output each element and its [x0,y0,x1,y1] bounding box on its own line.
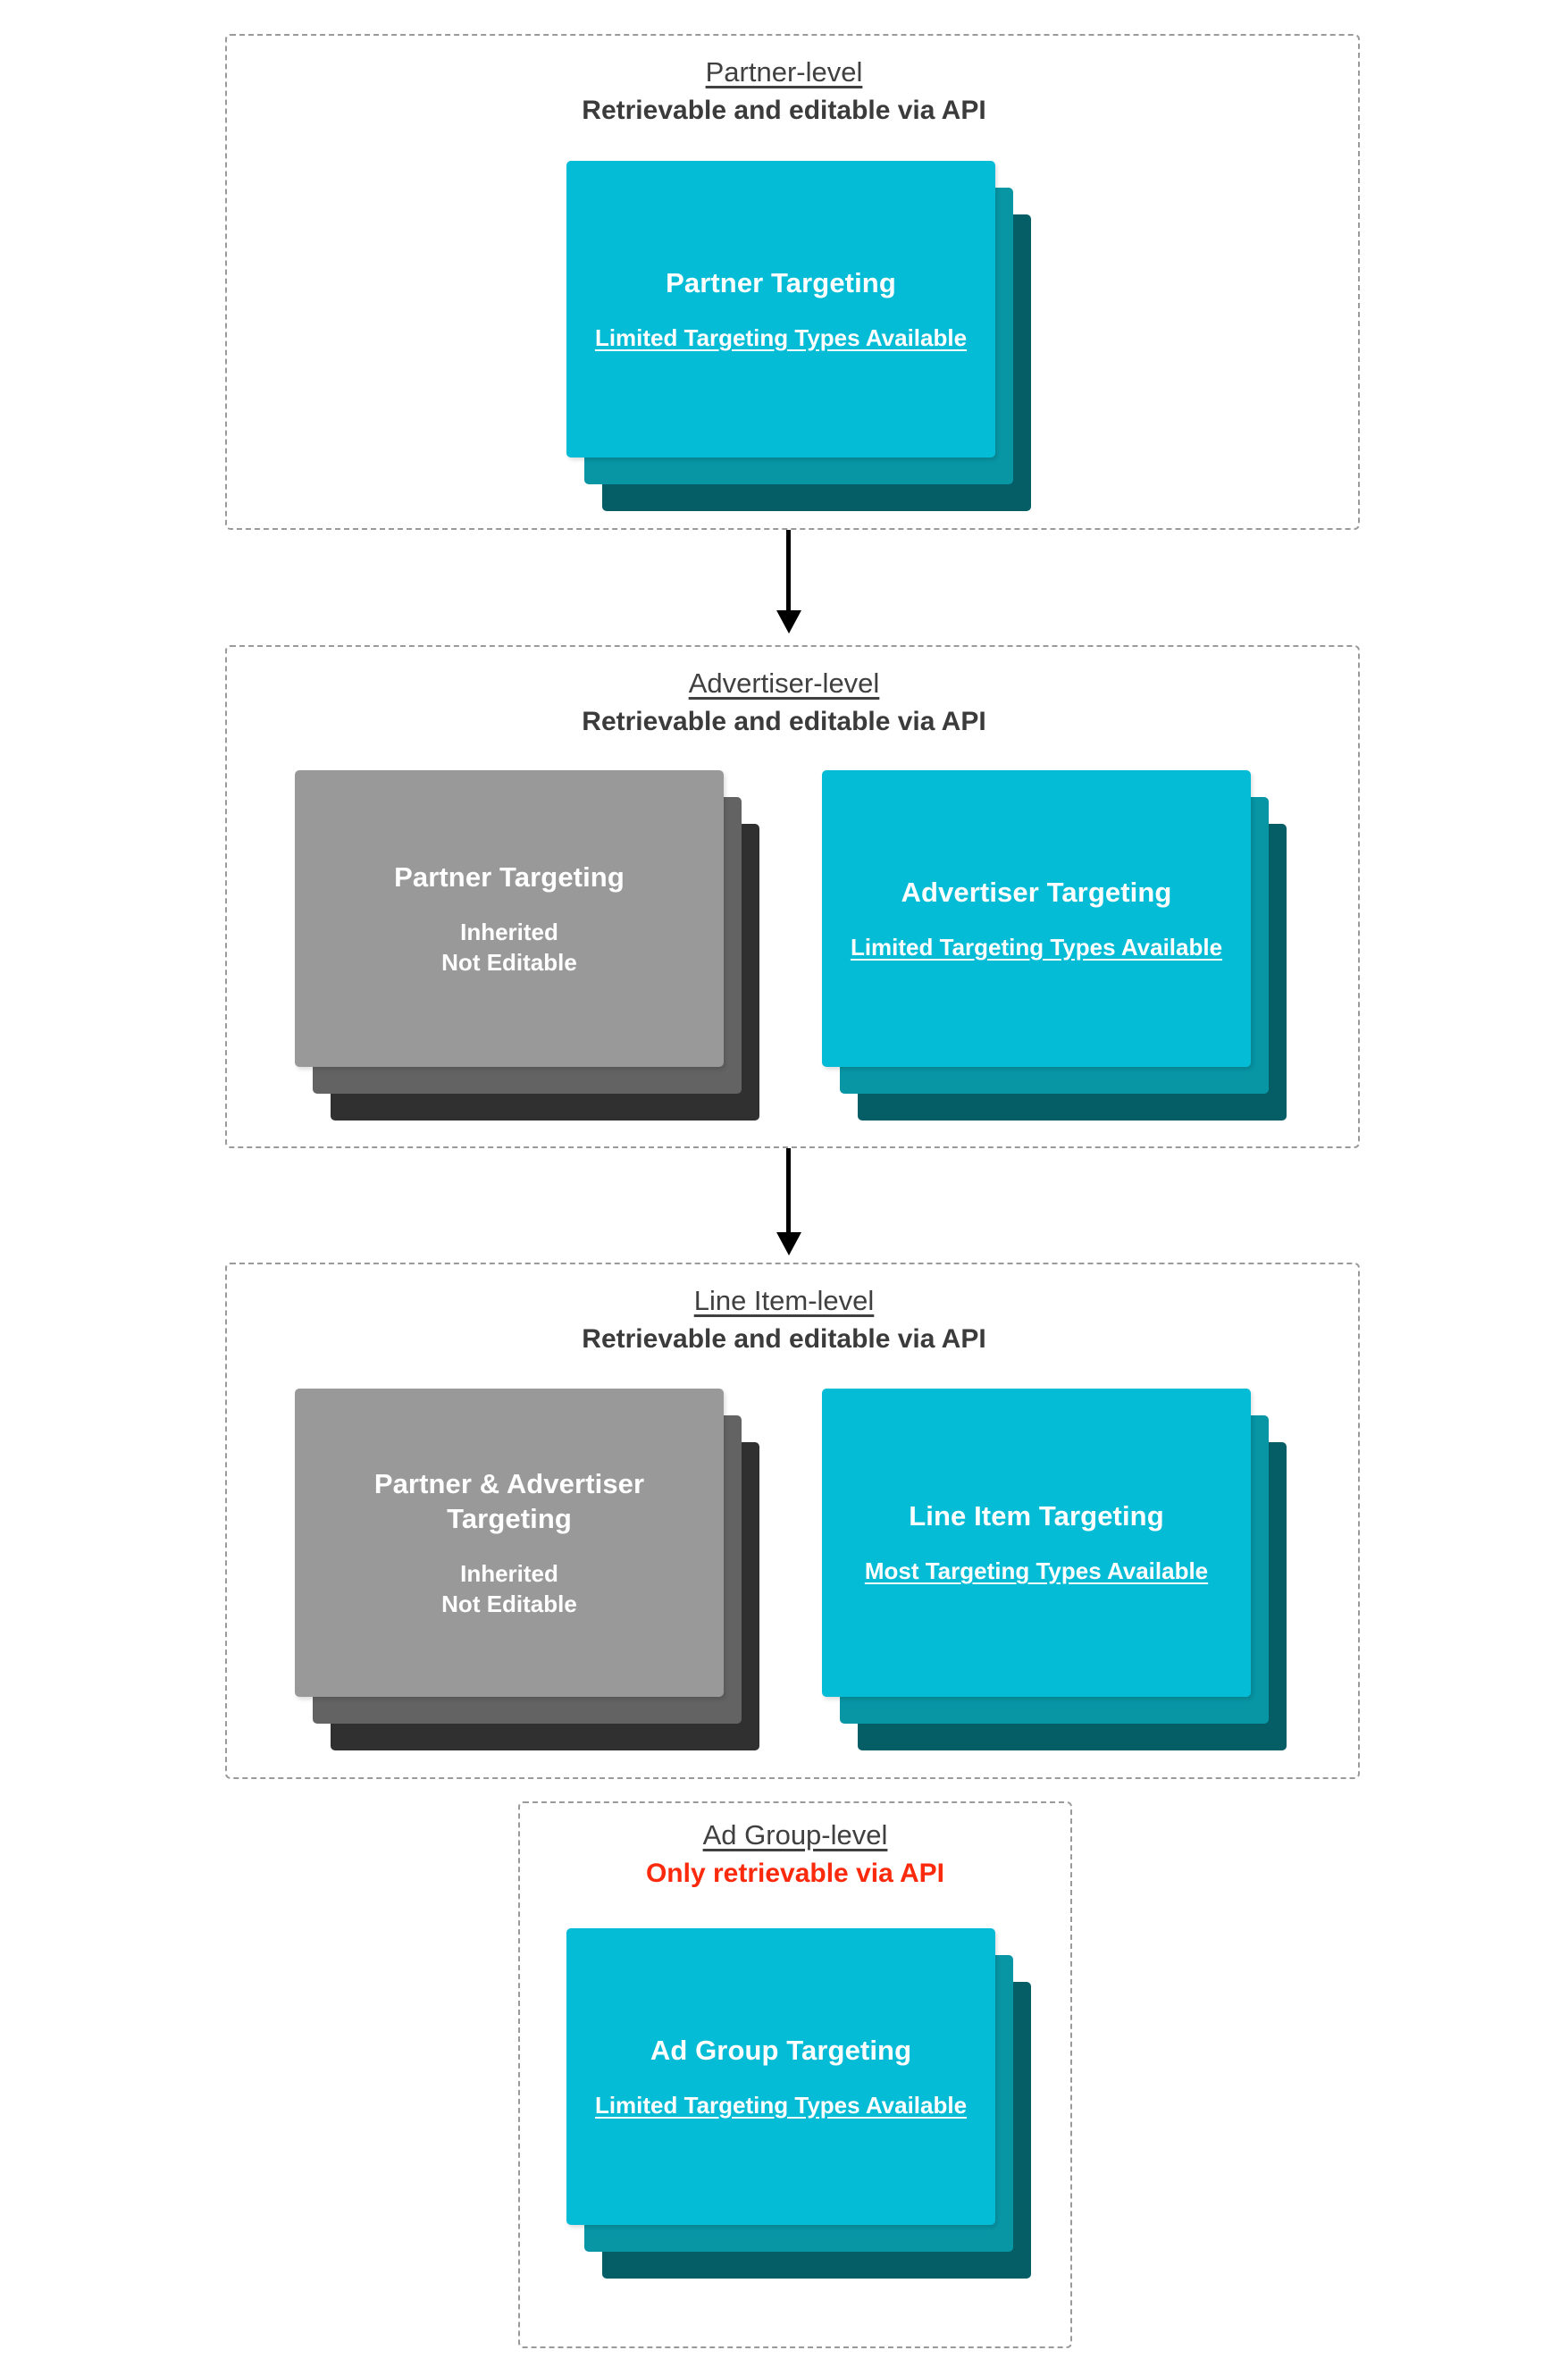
level-heading-partner: Partner-level Retrievable and editable v… [0,55,1568,128]
level-heading-lineitem: Line Item-level Retrievable and editable… [0,1283,1568,1356]
arrow-shaft [786,530,791,612]
card-lineitem-inherited[interactable]: Partner & Advertiser Targeting Inherited… [295,1389,724,1697]
card-title-partner-targeting: Partner Targeting [666,266,896,298]
card-partner-targeting[interactable]: Partner Targeting Limited Targeting Type… [566,161,995,457]
level-title-lineitem: Line Item-level [693,1285,875,1316]
card-advertiser-targeting[interactable]: Advertiser Targeting Limited Targeting T… [822,770,1251,1067]
arrow-head [776,610,801,634]
level-container-advertiser [225,645,1360,1148]
card-title-lineitem-inherited: Partner & Advertiser Targeting [373,1467,645,1534]
level-container-partner [225,34,1360,530]
card-note-advertiser-targeting: Limited Targeting Types Available [850,933,1223,961]
card-title-advertiser-targeting: Advertiser Targeting [901,876,1172,908]
level-title-advertiser: Advertiser-level [688,667,880,699]
arrow-advertiser-to-lineitem-icon [770,1148,806,1257]
card-advertiser-inherited-partner[interactable]: Partner Targeting Inherited Not Editable [295,770,724,1067]
card-note-advertiser-inherited-partner: Inherited Not Editable [441,918,577,978]
card-note-line-2: Not Editable [441,948,577,976]
level-subtitle-lineitem: Retrievable and editable via API [582,1323,986,1354]
level-container-adgroup [518,1801,1072,2348]
card-note-partner-targeting: Limited Targeting Types Available [594,323,968,351]
card-note-adgroup-targeting: Limited Targeting Types Available [594,2091,968,2119]
level-subtitle-adgroup: Only retrievable via API [645,1858,945,1888]
level-subtitle-partner: Retrievable and editable via API [582,95,986,125]
card-note-line-2: Not Editable [441,1590,577,1617]
arrow-head [776,1232,801,1255]
arrow-shaft [786,1148,791,1234]
card-title-adgroup-targeting: Ad Group Targeting [650,2034,912,2066]
card-note-line-1: Inherited [460,918,558,945]
level-heading-advertiser: Advertiser-level Retrievable and editabl… [0,666,1568,739]
level-heading-adgroup: Ad Group-level Only retrievable via API [518,1817,1072,1891]
level-container-lineitem [225,1263,1360,1779]
level-title-adgroup: Ad Group-level [702,1819,888,1851]
card-lineitem-targeting[interactable]: Line Item Targeting Most Targeting Types… [822,1389,1251,1697]
arrow-partner-to-advertiser-icon [770,530,806,635]
card-note-line-1: Inherited [460,1559,558,1587]
level-subtitle-advertiser: Retrievable and editable via API [582,706,986,736]
card-title-lineitem-targeting: Line Item Targeting [909,1500,1164,1532]
card-note-lineitem-inherited: Inherited Not Editable [441,1559,577,1620]
card-title-advertiser-inherited-partner: Partner Targeting [394,860,625,893]
level-title-partner: Partner-level [705,56,863,88]
card-note-lineitem-targeting: Most Targeting Types Available [864,1557,1209,1585]
card-adgroup-targeting[interactable]: Ad Group Targeting Limited Targeting Typ… [566,1928,995,2225]
